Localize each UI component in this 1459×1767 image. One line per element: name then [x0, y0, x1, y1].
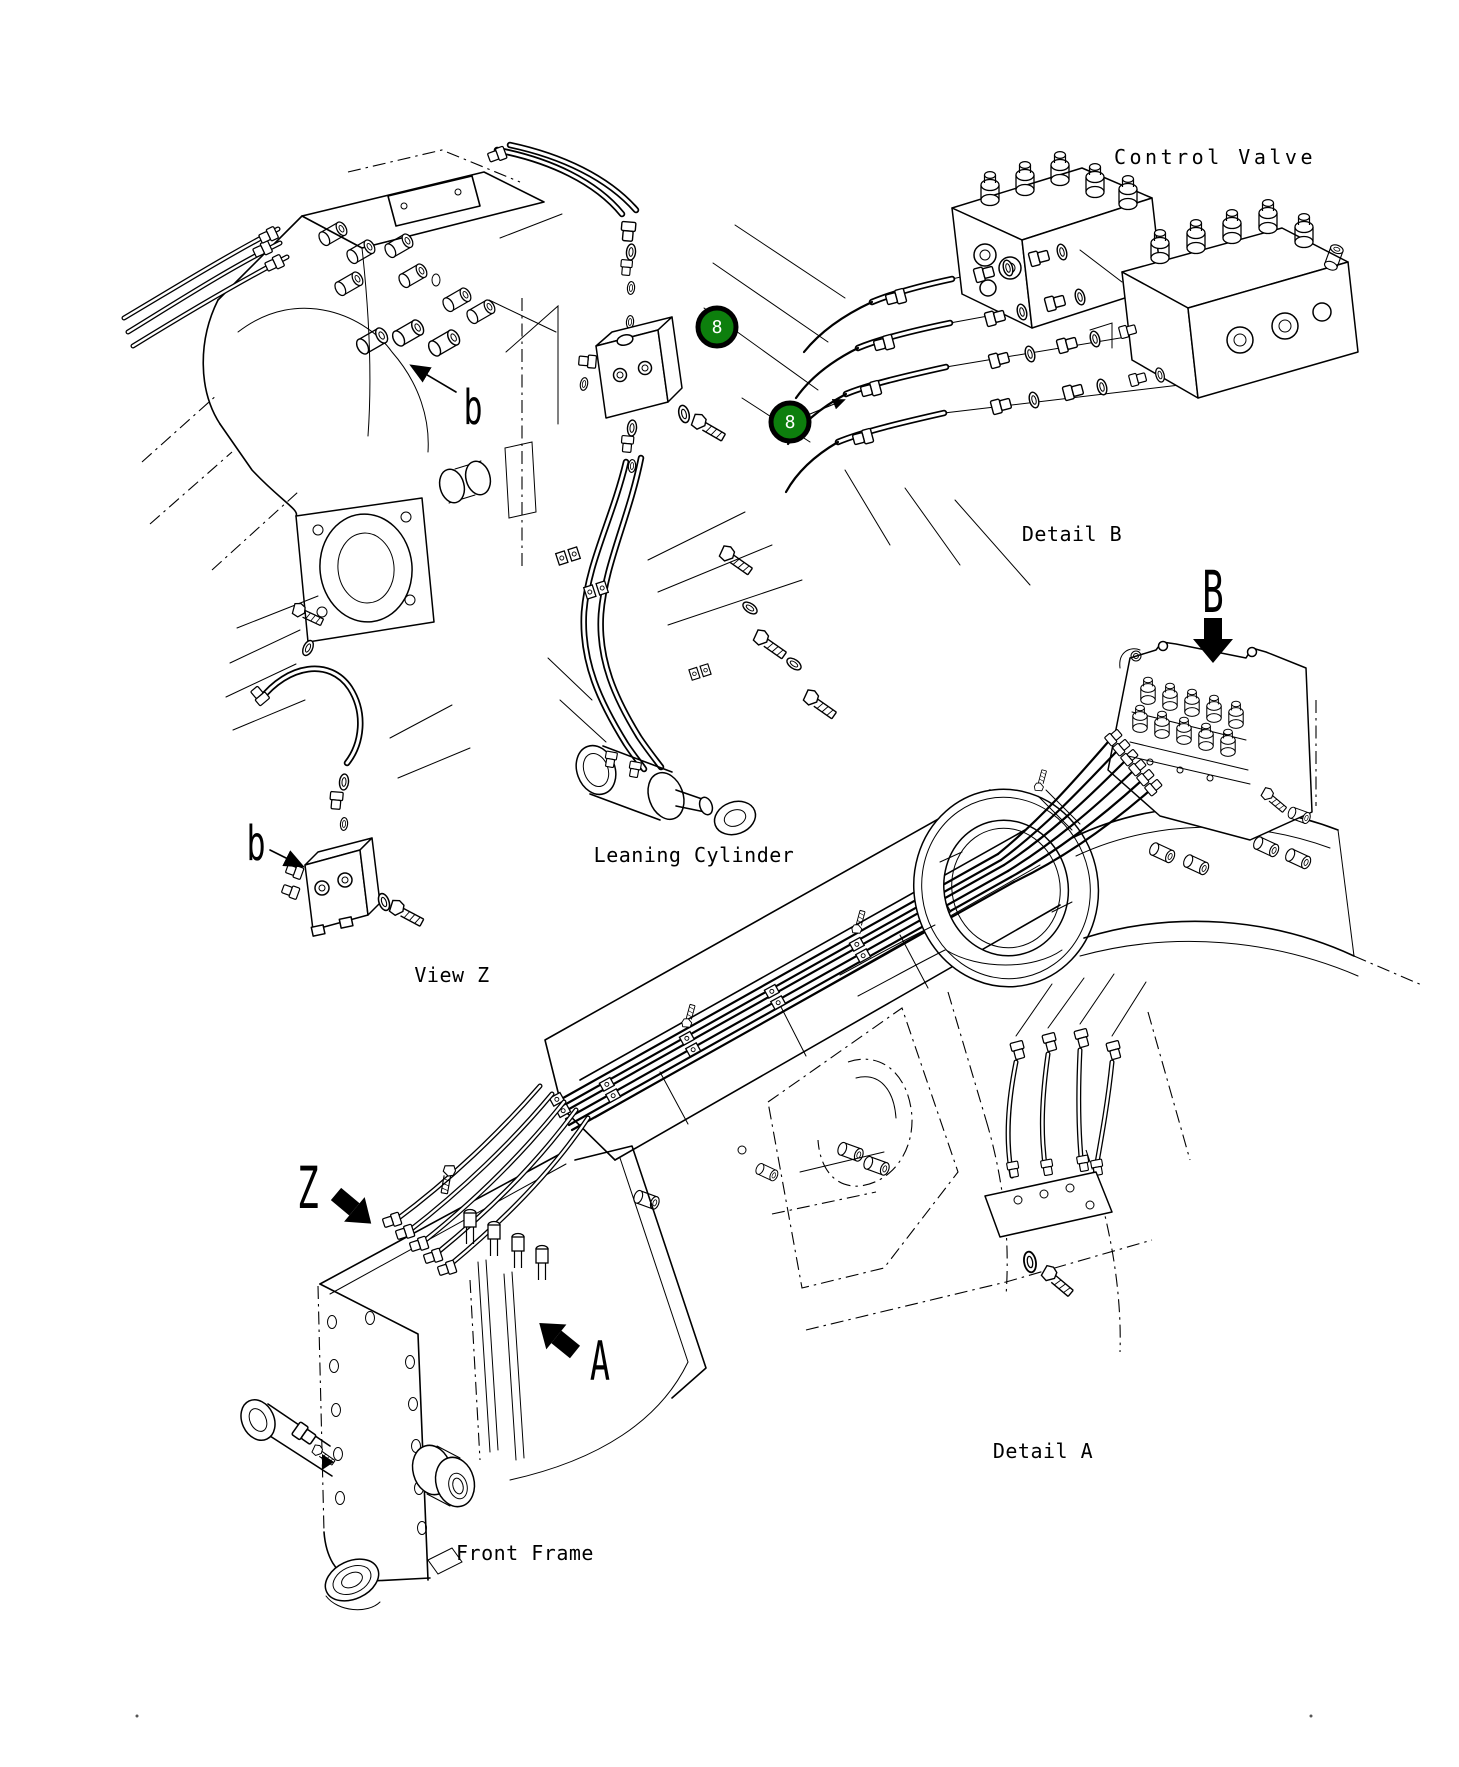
detail-b-location: B [996, 559, 1317, 884]
control-valve-label: Control Valve [1114, 145, 1316, 169]
callout-8-upper[interactable]: 8 [695, 305, 739, 349]
callout-number: 8 [785, 412, 796, 433]
print-mark-right [1309, 1714, 1313, 1718]
callout-circle[interactable] [768, 400, 812, 444]
callout-leader-line [809, 399, 846, 415]
callout-8-lower[interactable]: 8 [768, 399, 846, 444]
view-marker-b-lower: b [246, 815, 265, 872]
view-z-arrow-icon [330, 1187, 372, 1224]
riser-valve-assembly [486, 145, 729, 474]
detail-a-view: Detail A [767, 973, 1191, 1463]
b-upper-arrow-icon [409, 364, 457, 393]
b-lower-arrow-icon [269, 849, 305, 868]
view-marker-b: B [1202, 559, 1224, 626]
view-z-label: View Z [414, 963, 489, 987]
print-mark-left [135, 1714, 139, 1718]
callout-number: 8 [712, 317, 723, 338]
control-valve-assembly: Control Valve Detail B [703, 145, 1359, 586]
rear-chassis-structure: b [124, 149, 545, 643]
boom-piping-assembly [544, 788, 1425, 1211]
leaning-cylinder-assembly: Leaning Cylinder [547, 458, 840, 867]
view-marker-b-upper: b [463, 379, 482, 436]
view-b-arrow-icon [1193, 618, 1233, 663]
view-marker-z: Z [297, 1155, 319, 1222]
leaning-cylinder-label: Leaning Cylinder [594, 843, 795, 867]
ring-guard [913, 788, 1100, 988]
view-marker-a: A [590, 1330, 610, 1394]
view-a-arrow-icon [539, 1323, 581, 1359]
detail-a-label: Detail A [993, 1439, 1093, 1463]
view-z-detail: b View Z [225, 595, 489, 987]
front-frame-label: Front Frame [456, 1541, 594, 1565]
detail-b-label: Detail B [1022, 522, 1122, 546]
front-frame-structure: Z A Front Frame [240, 1086, 707, 1611]
callout-circle[interactable] [695, 305, 739, 349]
